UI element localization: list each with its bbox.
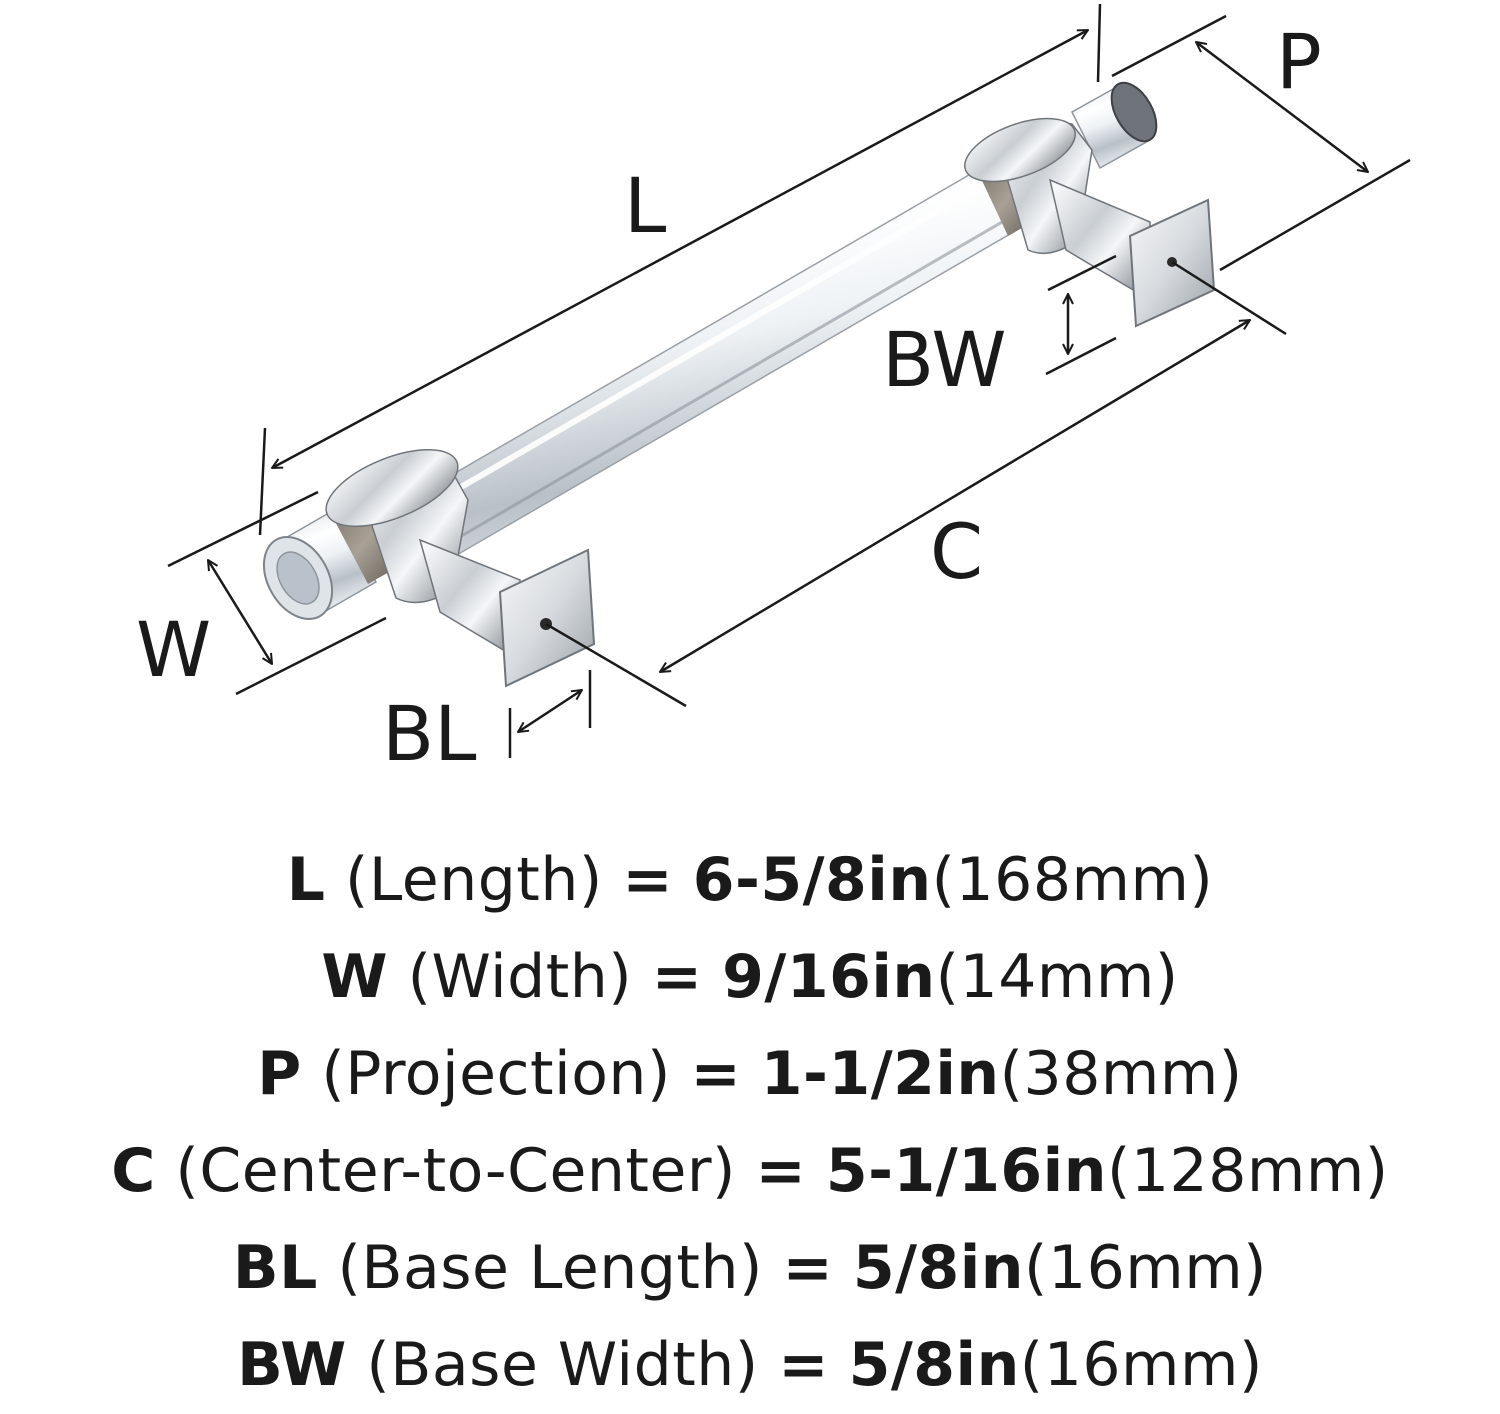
spec-code: BW (237, 1330, 347, 1400)
bl-dimension-arrow (518, 690, 582, 732)
spec-inch-value: 5-1/16in (825, 1136, 1107, 1206)
right-rod-end (1071, 81, 1158, 170)
spec-row-base-length: BL (Base Length) = 5/8in(16mm) (0, 1220, 1500, 1317)
spec-inch-value: 1-1/2in (760, 1039, 1000, 1109)
spec-inch-value: 5/8in (852, 1233, 1025, 1303)
spec-name: (Base Width) (366, 1330, 759, 1400)
spec-code: C (111, 1136, 156, 1206)
spec-mm-value: (16mm) (1019, 1330, 1263, 1400)
p-extension-bottom (1219, 158, 1411, 272)
dimension-labels: L P BW C W BL (136, 17, 1322, 778)
left-post (325, 449, 521, 662)
spec-mm-value: (38mm) (999, 1039, 1243, 1109)
c-dimension-arrow (660, 320, 1250, 672)
w-extension-top (167, 490, 319, 568)
spec-mm-value: (16mm) (1024, 1233, 1268, 1303)
spec-name: (Base Length) (337, 1233, 763, 1303)
spec-row-base-width: BW (Base Width) = 5/8in(16mm) (0, 1317, 1500, 1414)
spec-name: (Center-to-Center) (175, 1136, 736, 1206)
bw-extension-bottom (1045, 336, 1117, 376)
spec-mm-value: (14mm) (935, 942, 1179, 1012)
dimension-lines (167, 3, 1411, 758)
l-extension-right (1096, 3, 1102, 83)
c-center-line-right (1171, 260, 1287, 336)
spec-mm-value: (128mm) (1106, 1136, 1389, 1206)
label-w: W (136, 605, 211, 694)
spec-row-length: L (Length) = 6-5/8in(168mm) (0, 832, 1500, 929)
l-extension-left (258, 427, 267, 536)
spec-code: BL (232, 1233, 318, 1303)
spec-equals: = (651, 942, 703, 1012)
spec-name: (Projection) (321, 1039, 671, 1109)
spec-name: (Width) (407, 942, 633, 1012)
label-bw: BW (882, 315, 1007, 404)
w-dimension-arrow (208, 560, 272, 664)
spec-code: P (257, 1039, 302, 1109)
spec-mm-value: (168mm) (931, 845, 1214, 915)
left-rod-end (262, 508, 378, 620)
spec-row-center-to-center: C (Center-to-Center) = 5-1/16in(128mm) (0, 1123, 1500, 1220)
label-p: P (1276, 17, 1322, 106)
spec-row-projection: P (Projection) = 1-1/2in(38mm) (0, 1026, 1500, 1123)
cabinet-pull-illustration (262, 81, 1216, 688)
left-base-plate (498, 548, 596, 688)
spec-name: (Length) (345, 845, 603, 915)
spec-code: W (321, 942, 388, 1012)
bw-extension-top (1047, 254, 1117, 292)
spec-equals: = (622, 845, 674, 915)
spec-equals: = (755, 1136, 807, 1206)
spec-equals: = (690, 1039, 742, 1109)
label-bl: BL (382, 689, 476, 778)
spec-code: L (286, 845, 326, 915)
spec-equals: = (782, 1233, 834, 1303)
label-c: C (930, 507, 983, 596)
p-dimension-arrow (1196, 42, 1368, 172)
c-center-line-left (545, 622, 687, 708)
spec-equals: = (778, 1330, 830, 1400)
cabinet-pull-dimension-diagram: L P BW C W BL (136, 3, 1411, 778)
label-l: L (624, 161, 666, 250)
p-extension-top (1111, 14, 1227, 78)
spec-inch-value: 6-5/8in (692, 845, 932, 915)
spec-row-width: W (Width) = 9/16in(14mm) (0, 929, 1500, 1026)
dimension-spec-list: L (Length) = 6-5/8in(168mm) W (Width) = … (0, 832, 1500, 1414)
spec-inch-value: 9/16in (722, 942, 936, 1012)
w-extension-bottom (235, 616, 387, 696)
spec-inch-value: 5/8in (848, 1330, 1020, 1400)
l-dimension-arrow (272, 28, 1088, 470)
